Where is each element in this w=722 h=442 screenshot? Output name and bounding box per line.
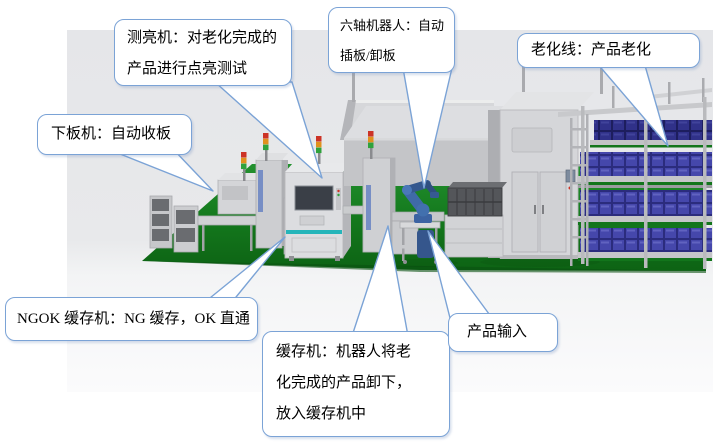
callout-ngok-buffer-text: NGOK 缓存机：NG 缓存，OK 直通 [17,310,250,327]
callout-six-axis-robot: 六轴机器人：自动 插板/卸板 [328,7,455,73]
tray-rack [444,182,507,258]
callout-buffer-line3: 放入缓存机中 [276,406,367,422]
callout-ngok-buffer: NGOK 缓存机：NG 缓存，OK 直通 [5,297,258,341]
callout-robot-line2: 插板/卸板 [340,48,396,63]
callout-buffer-line1: 缓存机：机器人将老 [276,344,412,360]
callout-product-input-text: 产品输入 [467,324,528,340]
signal-tower [241,152,247,181]
aging-rack [558,78,712,269]
callout-tester-line1: 测亮机：对老化完成的 [127,30,278,46]
signal-tower [316,136,322,164]
main-cabinet [488,92,594,259]
callout-product-input: 产品输入 [448,313,558,352]
floor-front-edge [142,261,706,273]
callout-tester: 测亮机：对老化完成的 产品进行点亮测试 [114,19,292,86]
signal-tower [263,133,269,161]
callout-buffer-line2: 化完成的产品卸下， [276,375,412,391]
callout-aging-line-text: 老化线：产品老化 [531,42,652,58]
callout-aging-line: 老化线：产品老化 [517,33,700,68]
callout-robot-line1: 六轴机器人：自动 [340,18,445,33]
callout-buffer: 缓存机：机器人将老 化完成的产品卸下， 放入缓存机中 [262,331,450,437]
callout-unloader-text: 下板机：自动收板 [51,126,172,142]
callout-unloader: 下板机：自动收板 [37,114,192,155]
callout-tester-line2: 产品进行点亮测试 [127,61,248,77]
unloader-machine [149,173,263,253]
signal-tower [368,131,374,159]
